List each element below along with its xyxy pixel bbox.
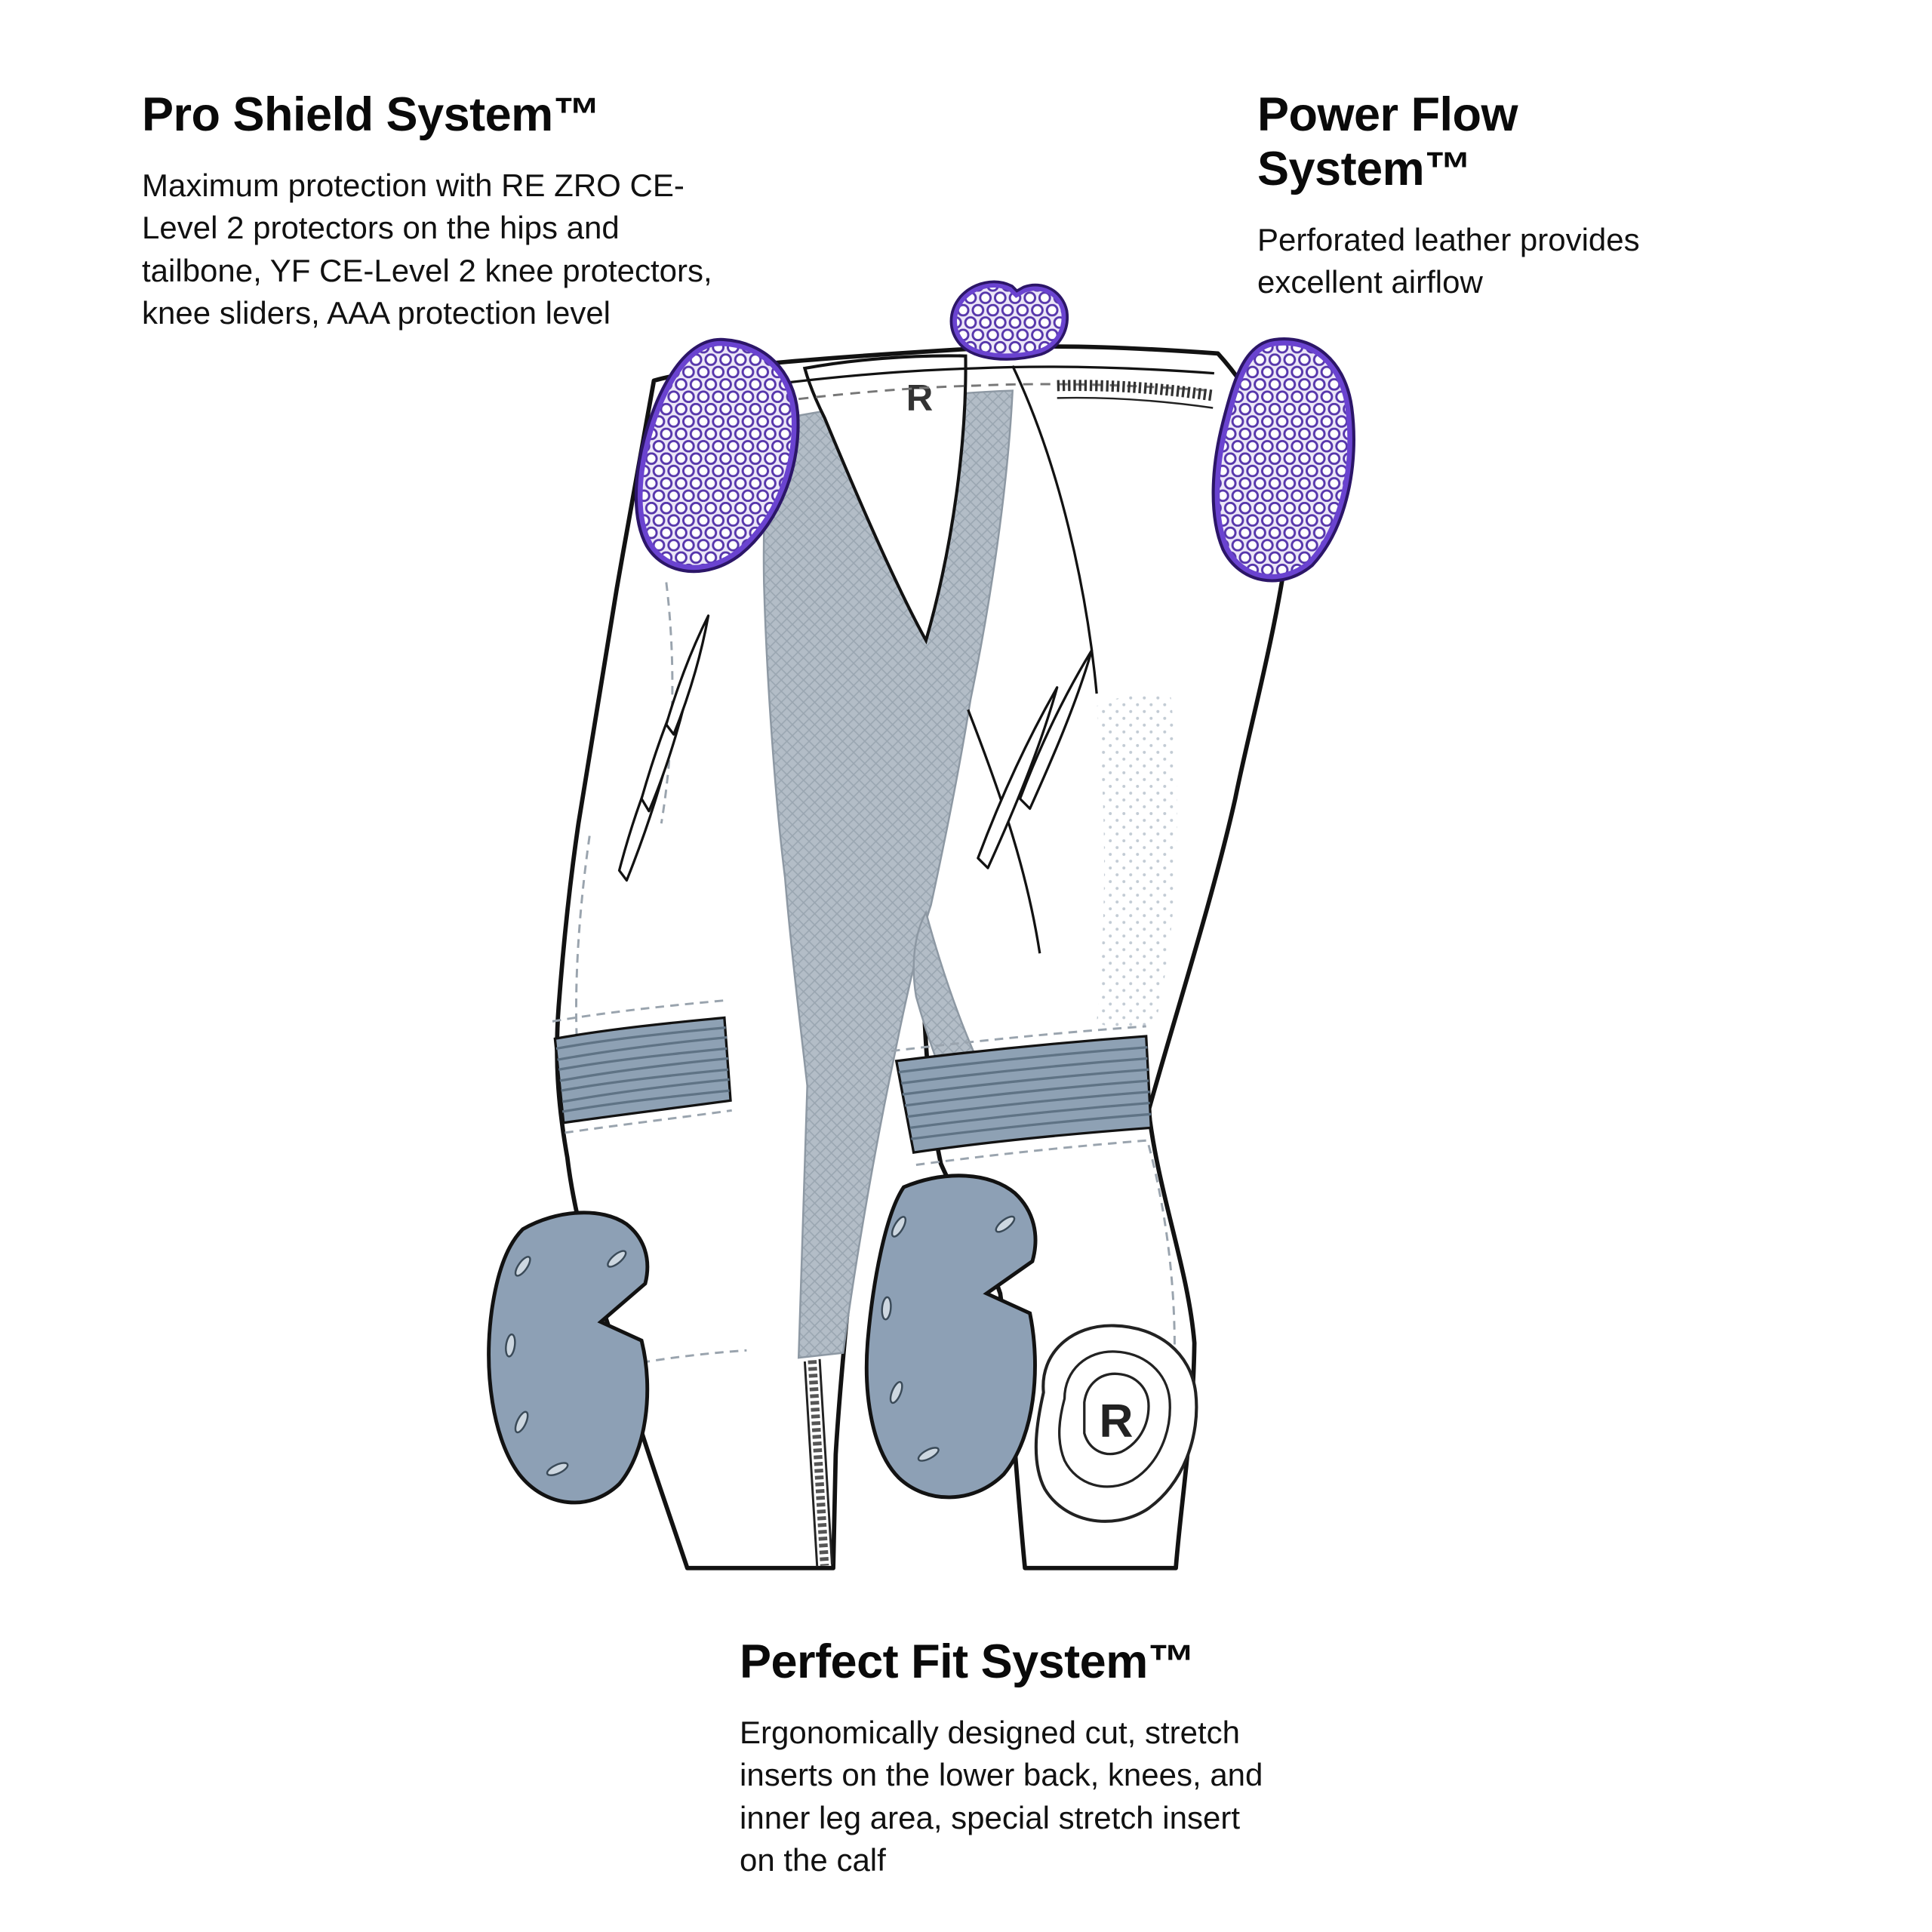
seam-dashed-left-calf (626, 1349, 747, 1367)
waist-serration (1057, 380, 1214, 401)
waistband-stitch (661, 383, 1211, 420)
feature-block-perfect-fit: Perfect Fit System™ Ergonomically design… (740, 1635, 1283, 1881)
waist-brand-mark: R (906, 377, 934, 419)
feature-body-pro-shield: Maximum protection with RE ZRO CE-Level … (142, 168, 712, 331)
pants-illustration-container: R (481, 279, 1371, 1574)
feature-title-power-flow: Power Flow System™ (1257, 88, 1518, 195)
feature-title-pro-shield: Pro Shield System™ (142, 88, 601, 141)
zipper-left-leg (803, 1358, 833, 1567)
emblem-brand-mark: R (1099, 1395, 1133, 1447)
perforation-zone (1097, 694, 1177, 1029)
seam-dashed-left-knee-bottom (565, 1109, 732, 1134)
center-gusset-panel (802, 354, 968, 645)
pants-illustration: R (487, 280, 1355, 1571)
stretch-panel-main (762, 389, 1014, 1359)
feature-block-pro-shield: Pro Shield System™ Maximum protection wi… (142, 88, 746, 334)
accent-slashes-right (977, 649, 1094, 869)
seam-right-hip (967, 709, 1041, 954)
knee-slider-left (487, 1211, 650, 1505)
seam-dashed-right-knee-top (891, 1025, 1146, 1053)
brand-emblem: R (1034, 1324, 1198, 1523)
knee-slider-right (864, 1174, 1038, 1500)
feature-body-power-flow: Perforated leather provides excellent ai… (1257, 222, 1640, 300)
hip-protector-right (1211, 337, 1355, 583)
seam-dashed-left-outer (575, 835, 591, 1084)
tailbone-protector (949, 280, 1069, 361)
accent-slashes-left (617, 614, 710, 882)
feature-title-perfect-fit: Perfect Fit System™ (740, 1635, 1195, 1688)
rib-band-right-knee (894, 1035, 1153, 1154)
seam-dashed-left-knee-top (552, 999, 726, 1023)
waist-serration-line (1057, 396, 1214, 409)
feature-block-power-flow: Power Flow System™ Perforated leather pr… (1257, 88, 1718, 304)
rib-band-left-knee (553, 1016, 732, 1124)
hip-protector-left (634, 337, 800, 574)
feature-body-perfect-fit: Ergonomically designed cut, stretch inse… (740, 1715, 1263, 1878)
